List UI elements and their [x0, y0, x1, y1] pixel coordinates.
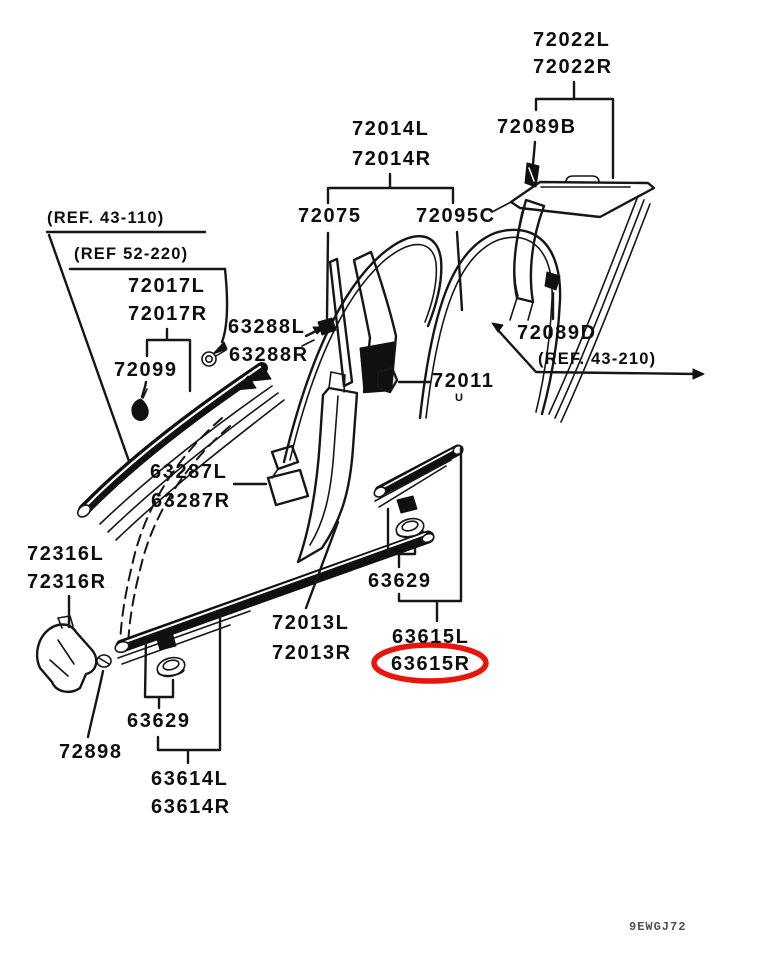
ref-label-43-110: (REF. 43-110) [47, 209, 165, 227]
front-scuff-plate-drawing [114, 530, 435, 665]
drawing-code: 9EWGJ72 [629, 920, 687, 934]
part-label-63615R-highlighted: 63615R [391, 653, 471, 675]
clip-72011-drawing [376, 366, 399, 394]
part-label-72013L: 72013L [272, 612, 350, 634]
part-label-72017L: 72017L [128, 275, 206, 297]
part-label-72075: 72075 [298, 205, 362, 227]
b-pillar-lower-trim-drawing [296, 371, 359, 564]
leader-lines [67, 80, 705, 765]
door-opening-flange-drawing [119, 417, 231, 649]
part-label-63614R: 63614R [151, 796, 231, 818]
part-label-72095C: 72095C [416, 205, 496, 227]
part-label-72099: 72099 [114, 359, 178, 381]
part-label-72316L: 72316L [27, 543, 105, 565]
part-label-72017R: 72017R [128, 303, 208, 325]
part-label-72022R: 72022R [533, 56, 613, 78]
clip-63288-drawing [201, 317, 337, 367]
clip-72099-drawing [131, 388, 149, 421]
part-label-72014L: 72014L [352, 118, 430, 140]
grommet-72898-drawing [96, 654, 112, 668]
part-label-72089D: 72089D [517, 322, 597, 344]
rear-door-arch-drawing [418, 228, 562, 420]
part-label-72089B: 72089B [497, 116, 577, 138]
clip-symbol-u: U [455, 392, 463, 404]
roof-rail-drawing [548, 195, 651, 423]
highlight-ellipse-63615R [371, 642, 489, 684]
part-label-72898: 72898 [59, 741, 123, 763]
part-label-63288L: 63288L [228, 316, 306, 338]
part-label-63287R: 63287R [151, 490, 231, 512]
clips-63629-right-drawing [395, 495, 425, 539]
part-label-63288R: 63288R [229, 344, 309, 366]
clip-72089D-drawing [544, 271, 561, 291]
clips-63629-left-drawing [155, 631, 186, 678]
part-label-72316R: 72316R [27, 571, 107, 593]
ref-label-52-220: (REF 52-220) [74, 245, 189, 263]
ref-label-43-210: (REF. 43-210) [538, 350, 657, 368]
front-door-arch-drawing [282, 235, 443, 464]
clip-72089B-drawing [524, 162, 540, 188]
quarter-trim-drawing [491, 175, 656, 321]
part-label-63615L: 63615L [392, 626, 470, 648]
part-label-63629-left: 63629 [127, 710, 191, 732]
trim-63287-drawing [266, 444, 310, 507]
a-pillar-trim-drawing [76, 362, 285, 541]
part-label-72011: 72011 [432, 370, 495, 392]
part-label-72013R: 72013R [272, 642, 352, 664]
part-label-63629-right: 63629 [368, 570, 432, 592]
part-label-63614L: 63614L [151, 768, 229, 790]
part-label-63287L: 63287L [150, 461, 228, 483]
cowl-side-part-drawing [35, 615, 98, 694]
part-label-72014R: 72014R [352, 148, 432, 170]
rear-scuff-plate-drawing [373, 444, 464, 508]
windshield-reference-lines [45, 230, 229, 466]
part-label-72022L: 72022L [533, 29, 611, 51]
